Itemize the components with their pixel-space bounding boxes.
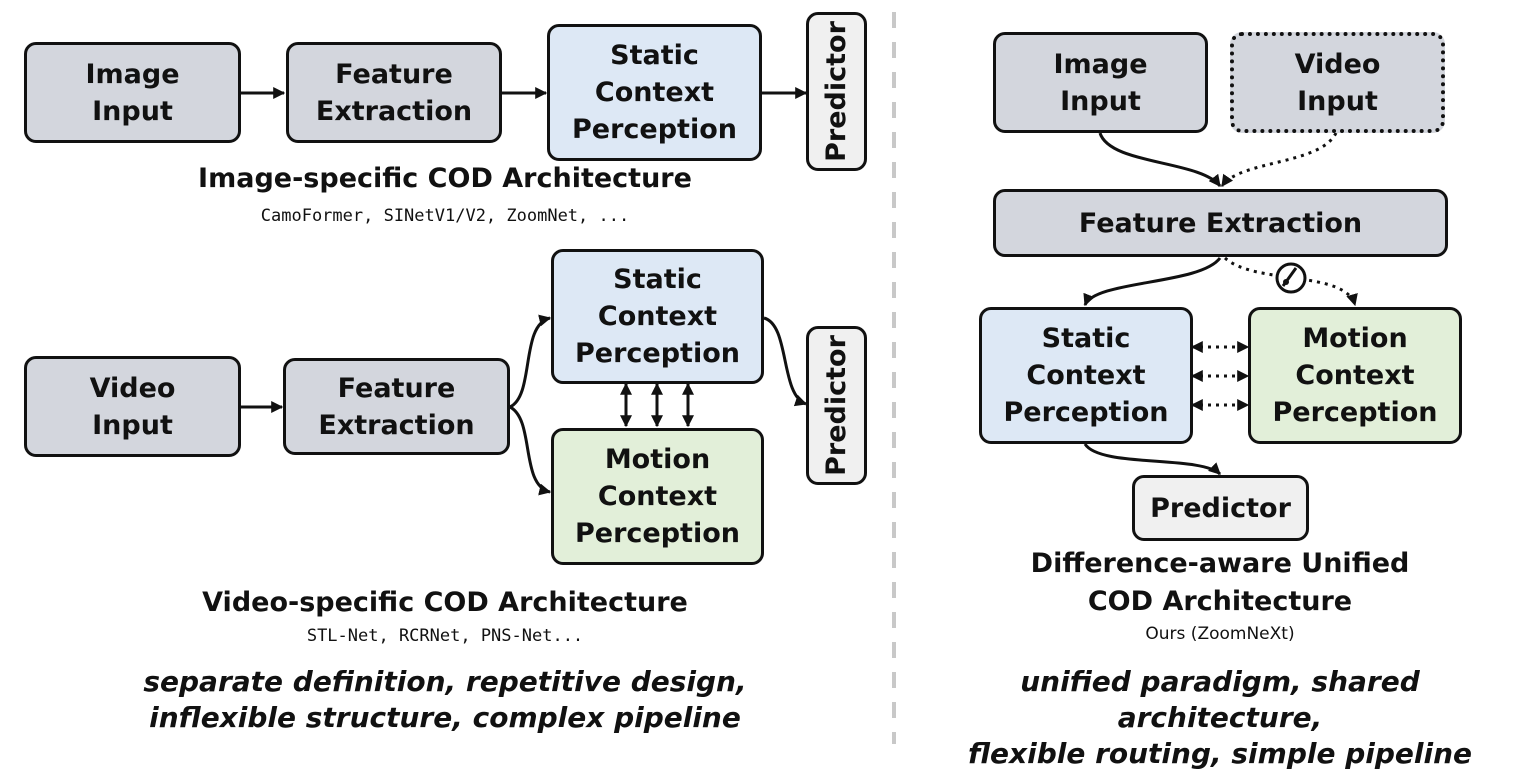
left-slogan: separate definition, repetitive design, … [143,665,747,734]
unified-motion-context-box: Motion Context Perception [1248,307,1462,444]
arrow-feature-to-static-v [509,314,552,409]
right-slogan: unified paradigm, shared architecture, f… [968,665,1472,770]
unified-examples: Ours (ZoomNeXt) [1145,624,1295,644]
connector-layer [241,12,1358,744]
feature-extraction-box: Feature Extraction [286,42,502,143]
predictor-box: Predictor [806,12,867,171]
arrow-feature-to-motion-v [509,405,552,496]
unified-predictor-box: Predictor [1132,475,1309,541]
unified-video-input-box: Video Input [1230,32,1445,133]
switch-icon [1275,262,1307,294]
unified-image-input-box: Image Input [993,32,1208,133]
static-context-box: Static Context Perception [547,24,762,161]
image-specific-title: Image-specific COD Architecture [198,163,692,194]
arrow-feature-to-static-u [1083,256,1222,307]
arrow-uimage-to-feature [1098,132,1222,188]
predictor-box-video: Predictor [806,326,867,485]
static-context-box-video: Static Context Perception [551,249,764,384]
predictor-label-video: Predictor [821,335,852,476]
video-specific-examples: STL-Net, RCRNet, PNS-Net... [306,626,584,646]
image-specific-examples: CamoFormer, SINetV1/V2, ZoomNet, ... [260,206,630,226]
image-input-box: Image Input [24,42,241,143]
unified-title: Difference-aware Unified COD Architectur… [1030,548,1410,617]
feature-extraction-box-video: Feature Extraction [283,358,510,455]
unified-feature-extraction-box: Feature Extraction [993,189,1448,257]
arrow-feature-to-motion-u [1223,256,1358,307]
arrow-static-to-predictor-v [763,316,808,407]
arrow-static-to-predictor-u [1083,443,1222,476]
predictor-label: Predictor [821,21,852,162]
arrow-uvideo-to-feature [1220,132,1338,187]
video-input-box: Video Input [24,356,241,457]
motion-context-box-video: Motion Context Perception [551,428,764,565]
unified-static-context-box: Static Context Perception [979,307,1193,444]
video-specific-title: Video-specific COD Architecture [202,587,688,618]
